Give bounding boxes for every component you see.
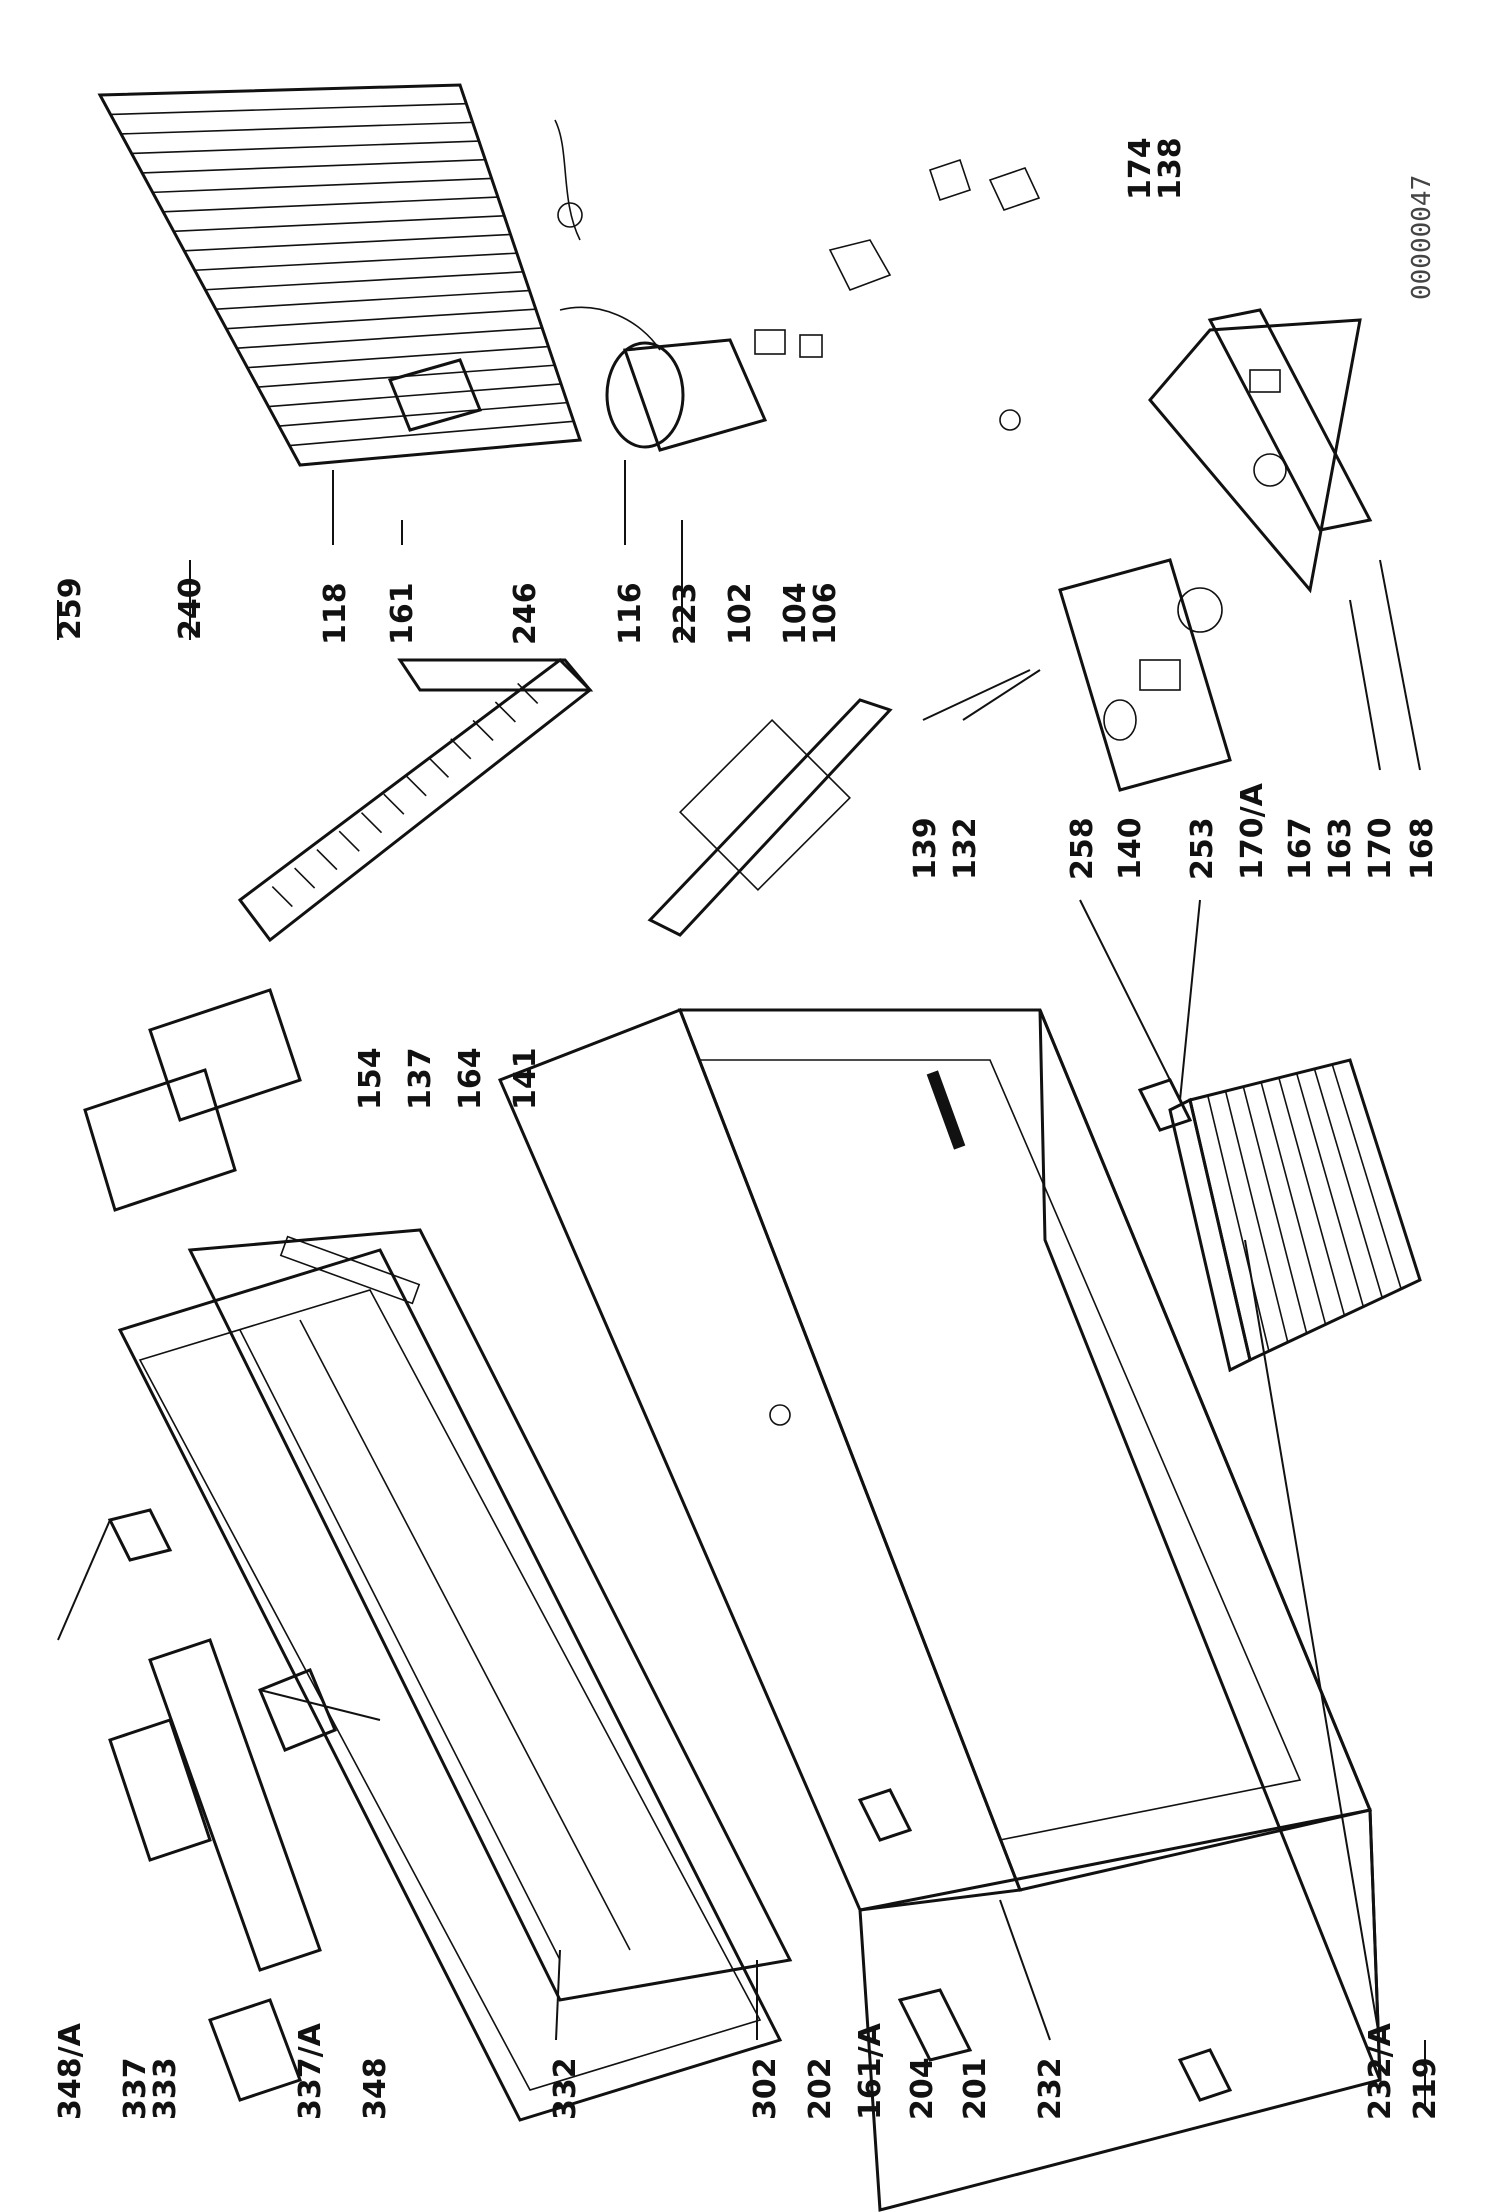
freezer-lid-part <box>117 1248 783 2122</box>
document-id: 00000047 <box>1407 175 1437 300</box>
callout-139: 139 <box>908 817 943 880</box>
callout-201: 201 <box>958 2057 993 2120</box>
callout-141: 141 <box>508 1047 543 1110</box>
callout-138: 138 <box>1153 137 1188 200</box>
callout-246: 246 <box>508 582 543 645</box>
callout-332: 332 <box>548 2057 583 2120</box>
callout-258: 258 <box>1065 817 1100 880</box>
callout-223: 223 <box>668 582 703 645</box>
callout-174: 174 <box>1123 137 1158 200</box>
callout-337: 337 <box>118 2057 153 2120</box>
callout-259: 259 <box>53 577 88 640</box>
hinge-handle-parts <box>107 1508 337 2102</box>
callout-348a: 348/A <box>53 2022 88 2120</box>
misc-small-parts <box>83 358 1233 2102</box>
callout-202: 202 <box>803 2057 838 2120</box>
callout-168: 168 <box>1405 817 1440 880</box>
lid-liner-part <box>187 1228 793 2002</box>
callout-204: 204 <box>905 2057 940 2120</box>
callout-104: 104 <box>778 582 813 645</box>
leader-lines <box>57 460 1426 2110</box>
thermostat-panel-part <box>1058 558 1232 792</box>
callout-164: 164 <box>453 1047 488 1110</box>
callout-333: 333 <box>148 2057 183 2120</box>
callout-240: 240 <box>173 577 208 640</box>
callout-106: 106 <box>808 582 843 645</box>
callout-137: 137 <box>403 1047 438 1110</box>
callout-116: 116 <box>613 582 648 645</box>
compressor-part <box>554 119 768 452</box>
callout-161a: 161/A <box>853 2022 888 2120</box>
relay-fittings-part <box>754 158 1041 431</box>
callout-232: 232 <box>1033 2057 1068 2120</box>
callout-170: 170 <box>1363 817 1398 880</box>
wire-basket-part <box>1168 1058 1422 1373</box>
callout-253: 253 <box>1185 817 1220 880</box>
callout-302: 302 <box>748 2057 783 2120</box>
callout-337a: 337/A <box>293 2022 328 2120</box>
callout-154: 154 <box>353 1047 388 1110</box>
evaporator-tray-part <box>237 658 594 943</box>
callout-161: 161 <box>385 582 420 645</box>
callout-219: 219 <box>1408 2057 1443 2120</box>
freezer-cabinet-part <box>498 1008 1382 2212</box>
callout-348: 348 <box>358 2057 393 2120</box>
grille-part <box>647 698 893 937</box>
callout-140: 140 <box>1113 817 1148 880</box>
callout-232a: 232/A <box>1363 2022 1398 2120</box>
callout-170a: 170/A <box>1235 782 1270 880</box>
callout-167: 167 <box>1283 817 1318 880</box>
callout-118: 118 <box>318 582 353 645</box>
callout-163: 163 <box>1323 817 1358 880</box>
control-strip-part <box>1148 308 1373 594</box>
callout-132: 132 <box>948 817 983 880</box>
callout-102: 102 <box>723 582 758 645</box>
condenser-grid-part <box>97 83 583 467</box>
callout-labels: 259 240 118 161 246 116 223 102 104 106 … <box>53 137 1443 2120</box>
